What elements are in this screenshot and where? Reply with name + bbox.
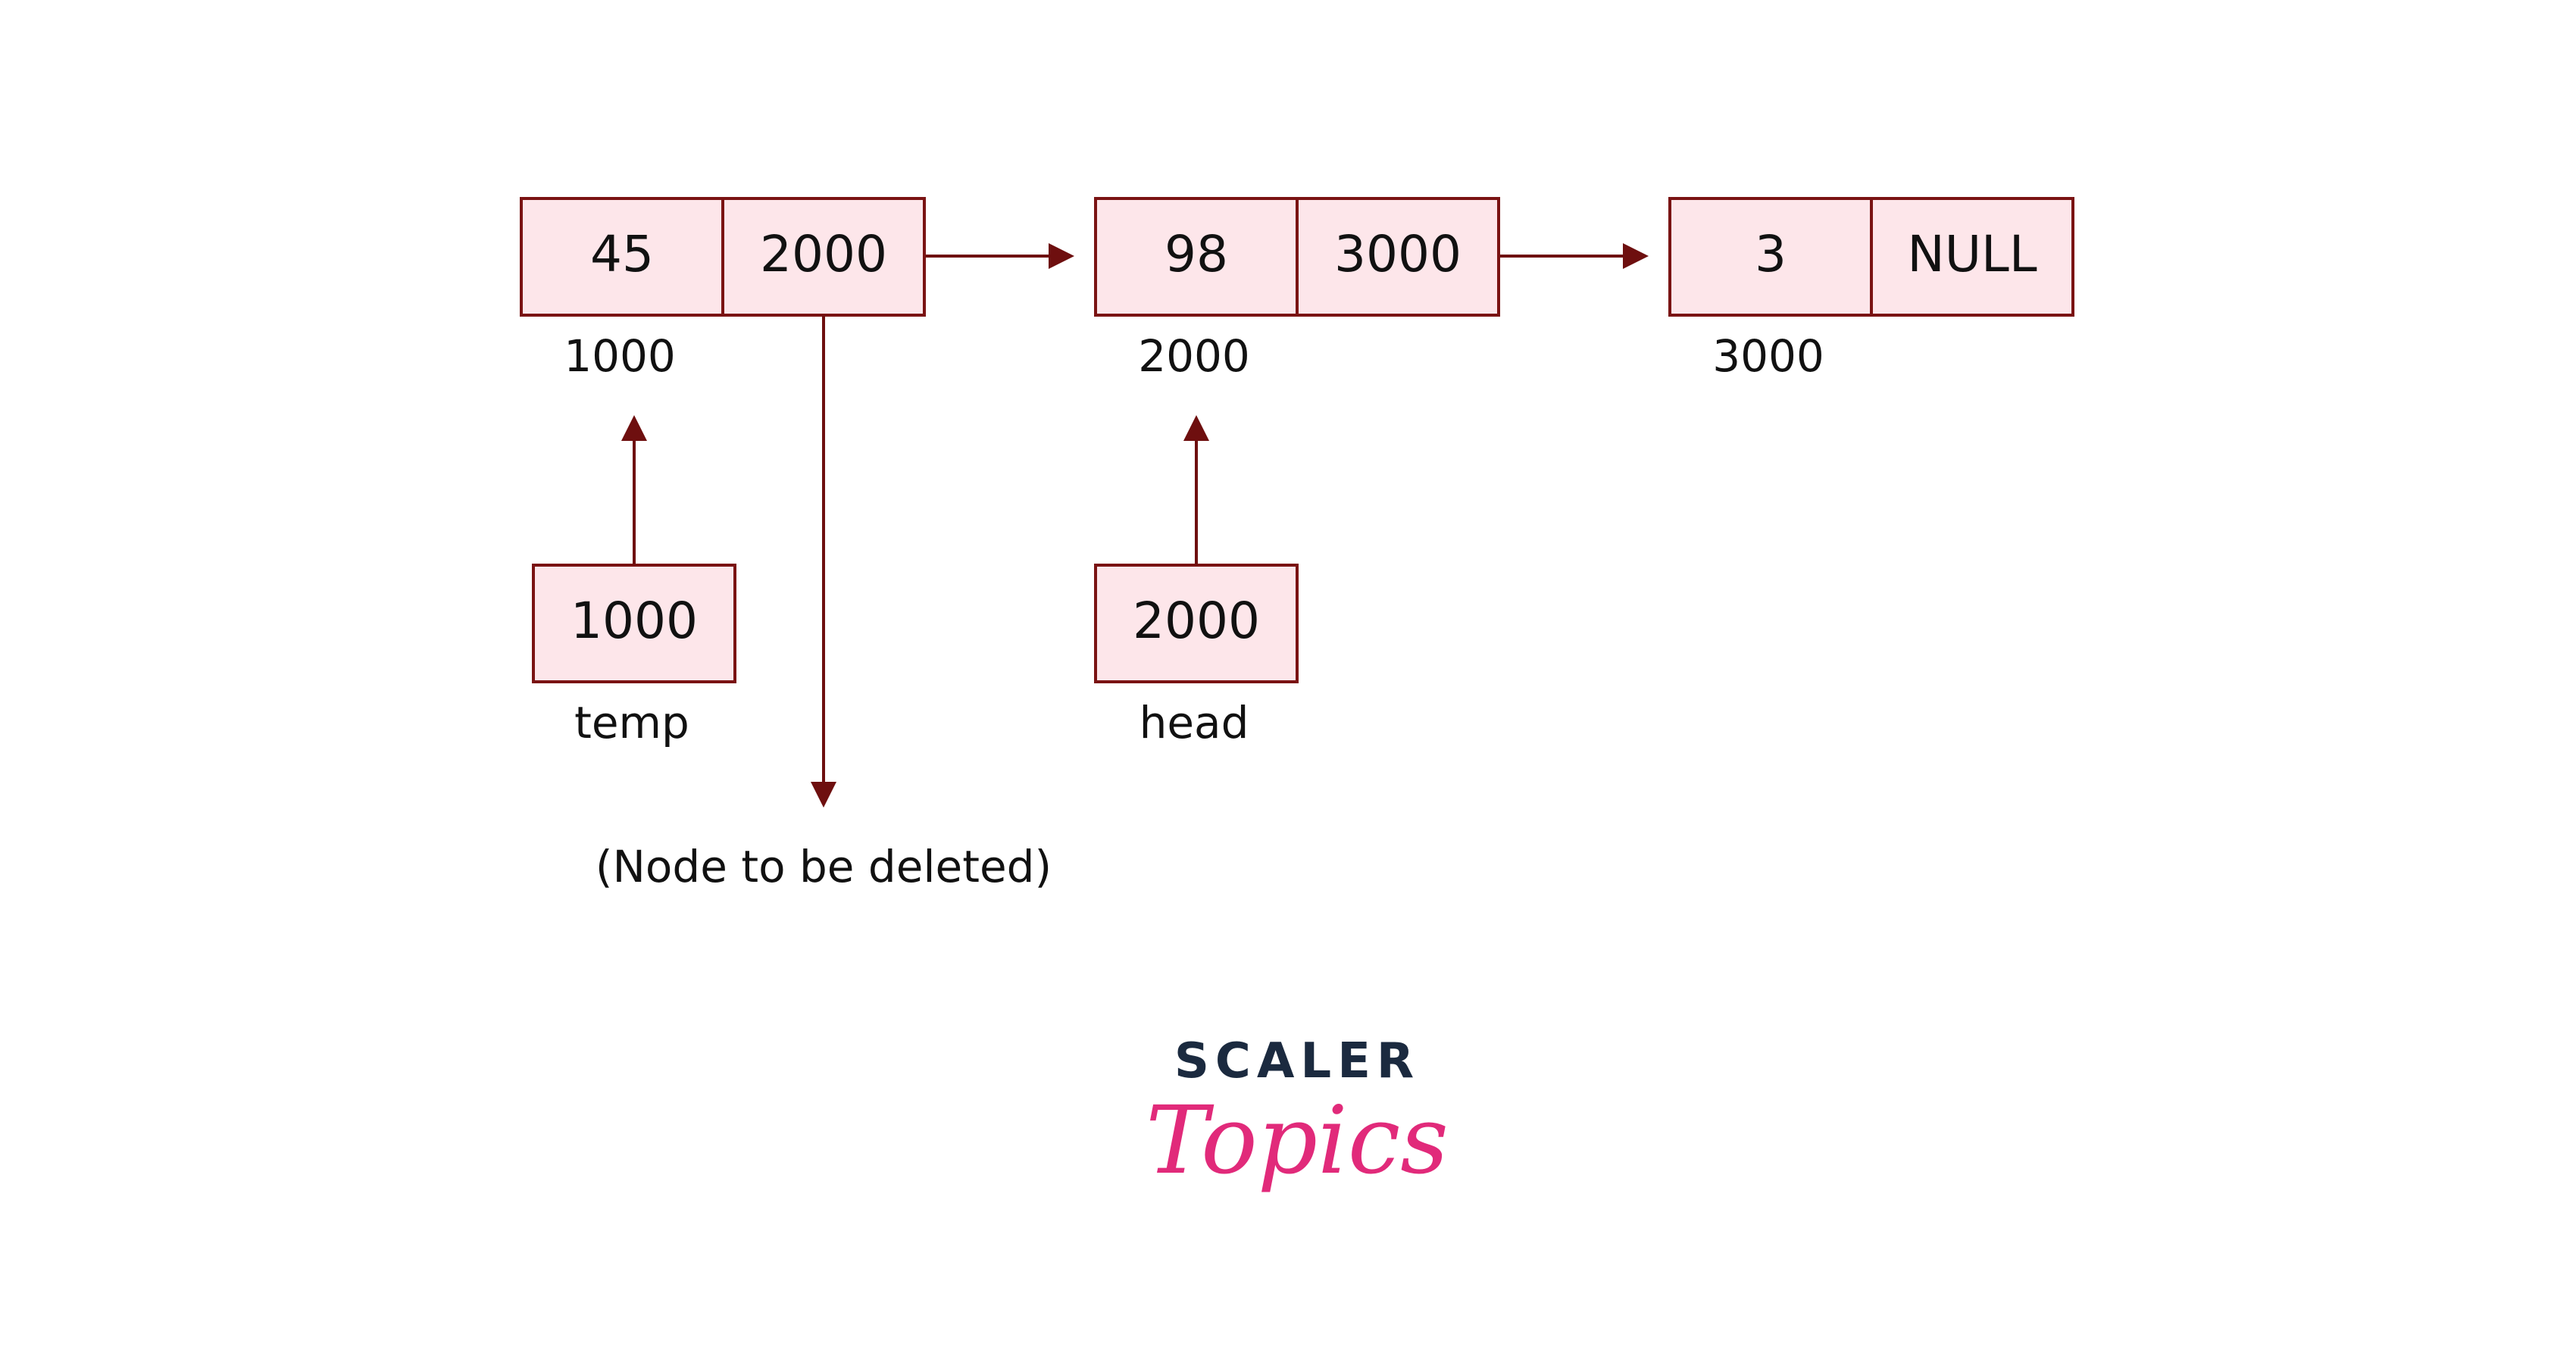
pointer-temp-arrow-head	[621, 415, 647, 441]
node-2-next: 3000	[1334, 225, 1462, 283]
pointer-head-box	[1094, 564, 1299, 683]
node-3: 3 NULL 3000	[1668, 197, 2074, 382]
arrow-node1-to-node2	[926, 243, 1074, 269]
pointer-head-value: 2000	[1133, 592, 1260, 650]
node-1-next: 2000	[760, 225, 887, 283]
node-1: 45 2000 1000	[520, 197, 926, 382]
logo-scaler-text: SCALER	[1174, 1033, 1420, 1089]
node-3-next: NULL	[1907, 225, 2037, 283]
pointer-temp-box	[532, 564, 736, 683]
arrow-node2-to-node3	[1500, 243, 1649, 269]
node-1-address: 1000	[564, 330, 676, 382]
arrow-to-deleted-node	[811, 315, 836, 808]
node-2: 98 3000 2000	[1094, 197, 1500, 382]
pointer-temp: 1000 temp	[532, 415, 736, 748]
node-2-data: 98	[1165, 225, 1228, 283]
node-2-data-cell	[1094, 197, 1299, 317]
node-1-data-cell	[520, 197, 724, 317]
pointer-head-label: head	[1140, 697, 1249, 748]
node-3-data-cell	[1668, 197, 1873, 317]
node-3-address: 3000	[1712, 330, 1824, 382]
pointer-temp-label: temp	[574, 697, 689, 748]
node-2-next-cell	[1296, 197, 1500, 317]
pointer-temp-value: 1000	[571, 592, 698, 650]
pointer-head: 2000 head	[1094, 415, 1299, 748]
node-1-data: 45	[590, 225, 654, 283]
deleted-node-annotation: (Node to be deleted)	[596, 841, 1052, 892]
node-2-address: 2000	[1138, 330, 1250, 382]
logo-topics-text: Topics	[1146, 1086, 1449, 1195]
node-3-data: 3	[1755, 225, 1787, 283]
scaler-topics-logo: SCALER Topics	[1146, 1033, 1449, 1195]
node-1-next-cell	[721, 197, 926, 317]
pointer-head-arrow-head	[1183, 415, 1209, 441]
node-3-next-cell	[1870, 197, 2074, 317]
